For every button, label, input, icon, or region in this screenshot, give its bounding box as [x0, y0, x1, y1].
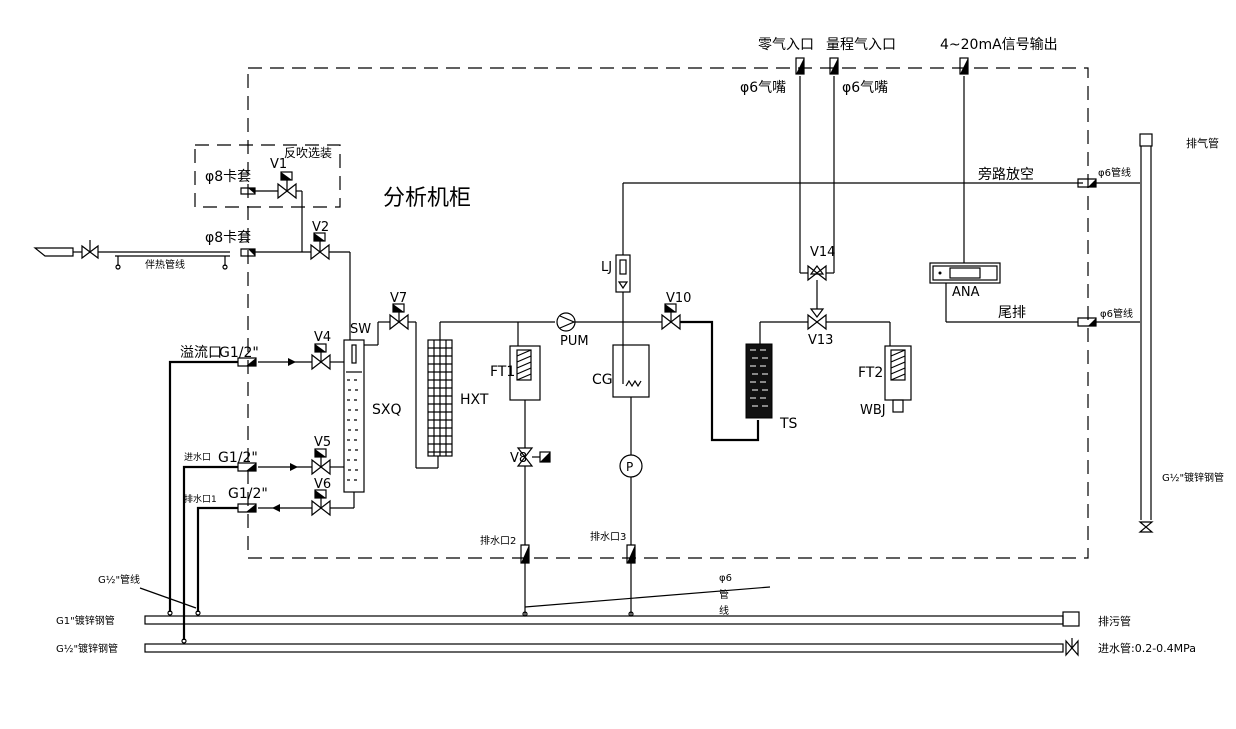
bypass-label: 旁路放空: [978, 166, 1034, 183]
v8-valve: [516, 447, 551, 467]
v13-valve: [807, 308, 827, 331]
galv-1in-label: G1"镀锌钢管: [56, 614, 115, 627]
heat-tracing-label: 伴热管线: [145, 258, 185, 271]
sxq-column: [343, 339, 365, 493]
hxt-label: HXT: [460, 392, 489, 408]
ft2-label: FT2: [858, 365, 883, 381]
ft2-filter: [884, 345, 912, 413]
overflow-label: 溢流口: [180, 345, 222, 361]
zero-gas-label: 零气入口: [758, 37, 814, 53]
sample-inlet: [33, 240, 230, 270]
ft1-label: FT1: [490, 364, 515, 380]
galv-half-right-label: G½"镀锌钢管: [1162, 471, 1224, 484]
nozzle-connectors: [795, 57, 969, 75]
exhaust-pipe-label: 排气管: [1186, 136, 1219, 150]
pipe6-top-label: φ6管线: [1098, 166, 1131, 179]
v5-label: V5: [314, 435, 331, 450]
hxt-exchanger: [427, 339, 453, 457]
v14-valve: [807, 264, 827, 282]
backflush-box: [194, 144, 341, 208]
backflush-label: 反吹选装: [284, 146, 332, 160]
ferrule-label-2: φ8卡套: [205, 230, 251, 246]
v1-label: V1: [270, 157, 287, 172]
v5-valve: [311, 448, 331, 476]
ferrule-label-top: φ8卡套: [205, 169, 251, 185]
g12-drain-label: G1/2": [228, 486, 268, 502]
ana-label: ANA: [952, 285, 980, 300]
v10-valve: [661, 303, 681, 331]
signal-out-label: 4~20mA信号输出: [940, 37, 1058, 53]
v13-label: V13: [808, 333, 833, 348]
bottom-pipes: [144, 610, 1080, 657]
drain-connectors: [520, 544, 636, 564]
galv-half-left-label: G½"镀锌钢管: [56, 642, 118, 655]
cg-vessel: [612, 344, 650, 398]
pipe-half-line-label: G½"管线: [98, 573, 140, 586]
v6-label: V6: [314, 477, 331, 492]
nozzle-left-label: φ6气嘴: [740, 80, 786, 96]
sewage-pipe-label: 排污管: [1098, 614, 1131, 628]
cg-label: CG: [592, 372, 613, 388]
v7-valve: [389, 303, 409, 331]
phi6-label-3: 线: [719, 604, 729, 617]
v7-label: V7: [390, 291, 407, 306]
sxq-label: SXQ: [372, 402, 402, 418]
ana-analyzer: [929, 262, 1001, 284]
v14-label: V14: [810, 245, 835, 260]
v10-label: V10: [666, 291, 691, 306]
v6-valve: [311, 489, 331, 517]
phi6-label-2: 管: [719, 588, 729, 601]
v4-valve: [311, 343, 331, 371]
p-label: P: [626, 460, 633, 474]
drain3-label: 排水口3: [590, 530, 626, 543]
exhaust-connectors: [1077, 178, 1097, 327]
nozzle-right-label: φ6气嘴: [842, 80, 888, 96]
drain1-label: 排水口1: [184, 493, 217, 505]
g12-in-label: G1/2": [218, 450, 258, 466]
ts-label: TS: [779, 416, 798, 432]
wbj-label: WBJ: [860, 403, 886, 418]
pum-label: PUM: [560, 334, 589, 349]
sw-label: SW: [350, 322, 371, 337]
v1-valve: [277, 171, 297, 200]
pum-pump: [556, 312, 576, 332]
v8-label: V8: [510, 451, 527, 466]
exhaust-pipe: [1138, 133, 1154, 533]
v2-label: V2: [312, 220, 329, 235]
ts-dryer: [745, 343, 773, 419]
g12-connectors: [237, 357, 257, 513]
cabinet-label: 分析机柜: [383, 186, 471, 211]
lj-rotameter: [615, 254, 631, 293]
v2-valve: [310, 232, 330, 261]
tail-exhaust-label: 尾排: [998, 305, 1026, 321]
span-gas-label: 量程气入口: [826, 37, 896, 53]
lj-label: LJ: [601, 260, 612, 275]
ferrule-connector: [240, 187, 256, 257]
pipe6-mid-label: φ6管线: [1100, 307, 1133, 320]
phi6-label-1: φ6: [719, 573, 732, 584]
v4-label: V4: [314, 330, 331, 345]
water-inlet-pipe-label: 进水管:0.2-0.4MPa: [1098, 641, 1196, 655]
cabinet-border: [247, 67, 1089, 559]
g12-overflow-label: G1/2": [219, 345, 259, 361]
water-in-label: 进水口: [184, 451, 211, 463]
drain2-label: 排水口2: [480, 534, 516, 547]
